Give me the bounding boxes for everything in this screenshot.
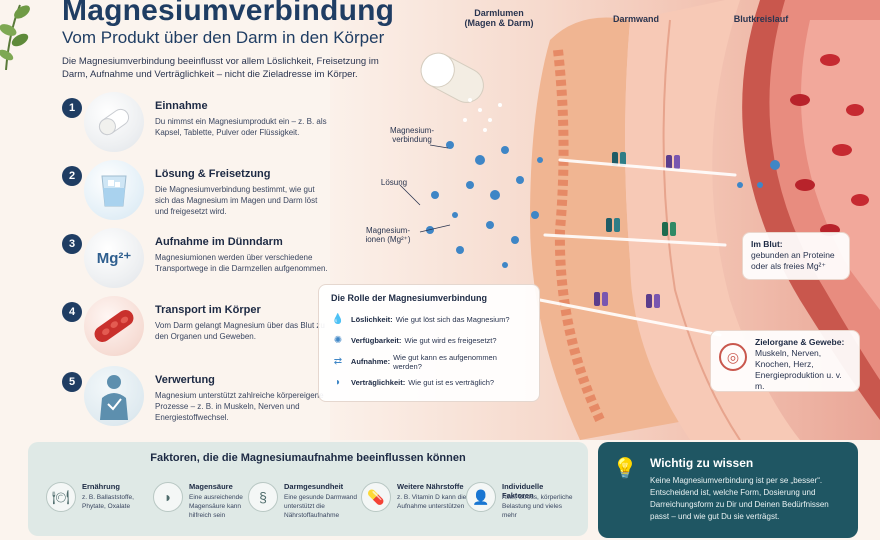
wichtig-text: Keine Magnesiumverbindung ist per se „be… — [650, 476, 829, 521]
label-solution: Lösung — [380, 178, 408, 187]
target-callout-text: Muskeln, Nerven, Knochen, Herz, Energiep… — [755, 348, 842, 391]
factor-text: Alter, Stress, körperliche Belastung und… — [502, 494, 573, 519]
rolle-row-text: Wie gut löst sich das Magnesium? — [395, 315, 510, 324]
drop-icon: 💧 — [331, 314, 345, 325]
rolle-row-verfuegbarkeit: ✺ Verfügbarkeit: Wie gut wird es freiges… — [331, 330, 527, 351]
factors-panel: Faktoren, die die Magnesiumaufnahme beei… — [28, 442, 588, 536]
sparkle-icon: ✺ — [333, 335, 343, 346]
factor-text: Eine gesunde Darmwand unterstützt die Nä… — [284, 494, 357, 519]
factor-name: Weitere Nährstoffe — [397, 482, 464, 491]
step-number: 1 — [62, 98, 82, 118]
blood-callout-title: Im Blut: — [751, 239, 783, 249]
step-title: Transport im Körper — [155, 304, 261, 316]
step-verwertung: 5 Verwertung Magnesium unterstützt zahlr… — [62, 366, 342, 434]
step-text: Vom Darm gelangt Magnesium über das Blut… — [155, 321, 325, 341]
step-text: Die Magnesiumverbindung bestimmt, wie gu… — [155, 185, 318, 216]
factor-name: Ernährung — [82, 482, 120, 491]
person-icon: 👤 — [466, 482, 496, 512]
factor-text: z. B. Vitamin D kann die Aufnahme unters… — [397, 494, 467, 510]
factor-text: z. B. Ballaststoffe, Phytate, Oxalate — [82, 494, 134, 510]
step-title: Lösung & Freisetzung — [155, 168, 271, 180]
step-text: Magnesium unterstützt zahlreiche körpere… — [155, 391, 324, 422]
body-icon — [84, 366, 144, 426]
pills-icon: 💊 — [361, 482, 391, 512]
factor-darmgesundheit: § Darmgesundheit Eine gesunde Darmwand u… — [248, 480, 358, 530]
factor-magensaeure: ◗ Magensäure Eine ausreichende Magensäur… — [153, 480, 263, 530]
lightbulb-icon: 💡 — [612, 458, 638, 480]
rolle-row-vertraeglichkeit: ◗ Verträglichkeit: Wie gut ist es verträ… — [331, 372, 527, 393]
rolle-row-label: Verfügbarkeit: — [351, 336, 402, 345]
step-aufnahme: 3 Mg²⁺ Aufnahme im Dünndarm Magnesiumion… — [62, 228, 342, 296]
column-label: Darmwand — [612, 14, 659, 24]
rolle-row-aufnahme: ⇄ Aufnahme: Wie gut kann es aufgenommen … — [331, 351, 527, 372]
factor-naehrstoffe: 💊 Weitere Nährstoffe z. B. Vitamin D kan… — [361, 480, 471, 530]
target-callout-title: Zielorgane & Gewebe: — [755, 337, 845, 347]
intestine-diagram — [399, 0, 880, 440]
target-callout: ◎ Zielorgane & Gewebe: Muskeln, Nerven, … — [710, 330, 860, 392]
label-compound: Magnesium- verbindung — [389, 126, 434, 144]
magnesium-ion-icon: Mg²⁺ — [84, 228, 144, 288]
arrows-icon: ⇄ — [333, 356, 343, 367]
column-label: Darmlumen (Magen & Darm) — [464, 8, 534, 28]
ion-symbol: Mg²⁺ — [96, 250, 132, 267]
rolle-row-loeslichkeit: 💧 Löslichkeit: Wie gut löst sich das Mag… — [331, 309, 527, 330]
page-title: Magnesiumverbindung — [62, 0, 395, 27]
capsule-icon — [84, 92, 144, 152]
rolle-title: Die Rolle der Magnesiumverbindung — [331, 293, 488, 303]
step-text: Magnesiumionen werden über verschiedene … — [155, 253, 328, 273]
intro-text: Die Magnesiumverbindung beeinflusst vor … — [62, 56, 379, 80]
blood-callout: Im Blut: gebunden an Proteine oder als f… — [742, 232, 850, 280]
wichtig-panel: 💡 Wichtig zu wissen Keine Magnesiumverbi… — [598, 442, 858, 538]
step-number: 4 — [62, 302, 82, 322]
rolle-row-text: Wie gut ist es verträglich? — [408, 378, 495, 387]
factor-name: Magensäure — [189, 482, 233, 491]
target-icon: ◎ — [719, 343, 747, 371]
rolle-box: Die Rolle der Magnesiumverbindung 💧 Lösl… — [318, 284, 540, 402]
step-number: 5 — [62, 372, 82, 392]
rolle-row-label: Löslichkeit: — [351, 315, 393, 324]
step-title: Aufnahme im Dünndarm — [155, 236, 283, 248]
wichtig-title: Wichtig zu wissen — [650, 456, 754, 470]
factor-name: Darmgesundheit — [284, 482, 344, 491]
rolle-row-text: Wie gut wird es freigesetzt? — [404, 336, 497, 345]
step-number: 2 — [62, 166, 82, 186]
factor-ernaehrung: 🍽 Ernährung z. B. Ballaststoffe, Phytate… — [46, 480, 156, 530]
intestine-icon: § — [248, 482, 278, 512]
factors-title: Faktoren, die die Magnesiumaufnahme beei… — [150, 452, 466, 464]
column-darmwand: Darmwand — [596, 14, 676, 24]
step-transport: 4 Transport im Körper Vom Darm gelangt M… — [62, 296, 342, 364]
label-ions: Magnesium- ionen (Mg²⁺) — [365, 226, 411, 244]
rolle-row-label: Aufnahme: — [350, 357, 391, 366]
stomach-icon: ◗ — [334, 377, 342, 388]
blood-callout-text: gebunden an Proteine oder als freies Mg²… — [751, 250, 835, 271]
step-title: Einnahme — [155, 100, 208, 112]
plate-icon: 🍽 — [46, 482, 76, 512]
glass-icon — [84, 160, 144, 220]
column-label: Blutkreislauf — [733, 14, 789, 24]
leaf-decoration-icon — [0, 4, 30, 70]
rolle-row-text: Wie gut kann es aufgenommen werden? — [393, 352, 497, 371]
page-subtitle: Vom Produkt über den Darm in den Körper — [62, 28, 385, 47]
step-text: Du nimmst ein Magnesiumprodukt ein – z. … — [155, 117, 327, 137]
stomach-icon: ◗ — [153, 482, 183, 512]
rolle-row-label: Verträglichkeit: — [351, 378, 406, 387]
factor-text: Eine ausreichende Magensäure kann hilfre… — [189, 494, 243, 519]
step-einnahme: 1 Einnahme Du nimmst ein Magnesiumproduk… — [62, 92, 342, 160]
column-blutkreislauf: Blutkreislauf — [716, 14, 806, 24]
step-number: 3 — [62, 234, 82, 254]
factor-individuell: 👤 Individuelle Faktoren Alter, Stress, k… — [466, 480, 576, 530]
step-title: Verwertung — [155, 374, 215, 386]
column-darmlumen: Darmlumen (Magen & Darm) — [444, 8, 554, 28]
blood-vessel-icon — [84, 296, 144, 356]
factor-name: Individuelle Faktoren — [502, 482, 544, 500]
step-loesung: 2 Lösung & Freisetzung Die Magnesiumverb… — [62, 160, 342, 228]
